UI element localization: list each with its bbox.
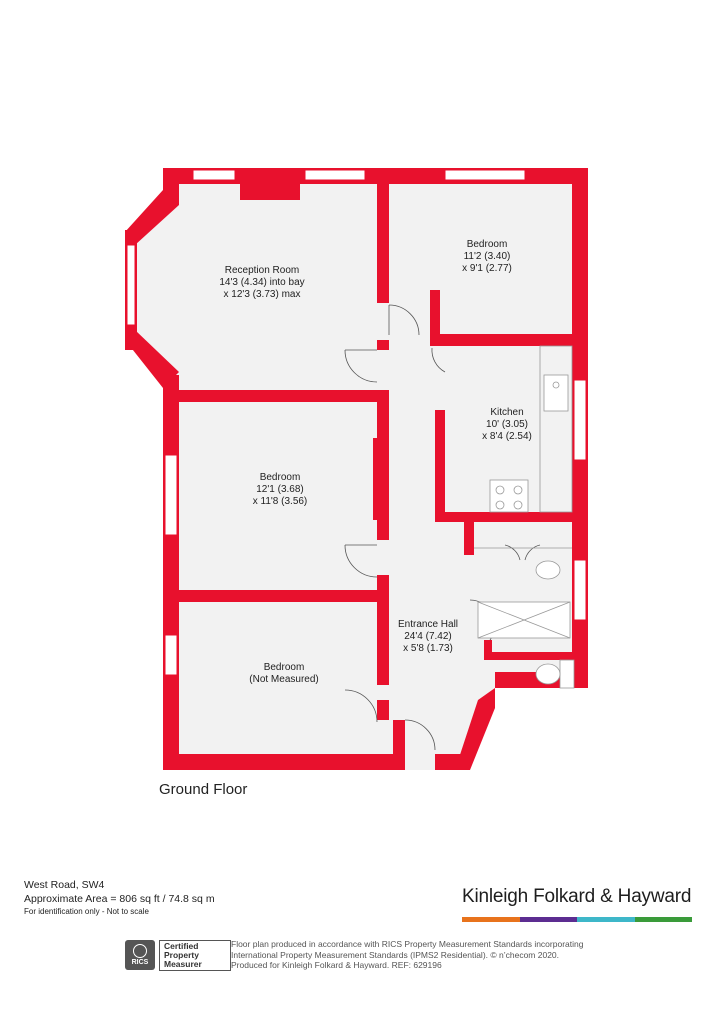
- address-block: West Road, SW4 Approximate Area = 806 sq…: [24, 878, 215, 918]
- room-labels: Reception Room 14'3 (4.34) into bay x 12…: [219, 239, 532, 685]
- floor-fill: [125, 168, 588, 770]
- room-dim-entrance-1: 24'4 (7.42): [404, 631, 452, 642]
- room-dim-bedroom-low-1: (Not Measured): [249, 674, 318, 685]
- basin-icon: [535, 560, 561, 580]
- room-dim-bedroom-mid-2: x 11'8 (3.56): [253, 496, 308, 507]
- toilet-icon: [559, 659, 575, 689]
- hob-icon: [489, 479, 529, 513]
- address-street: West Road, SW4: [24, 879, 105, 891]
- brand-bar-cyan: [577, 917, 635, 922]
- fixtures: [474, 345, 575, 689]
- room-dim-bedroom-mid-1: 12'1 (3.68): [256, 484, 304, 495]
- room-name-reception: Reception Room: [225, 265, 299, 276]
- room-name-bedroom-low: Bedroom: [264, 662, 305, 673]
- rics-line-3: Measurer: [164, 958, 202, 969]
- disclaimer-line-1: Floor plan produced in accordance with R…: [231, 939, 584, 949]
- floor-plan: Reception Room 14'3 (4.34) into bay x 12…: [125, 168, 588, 770]
- approximate-area: Approximate Area = 806 sq ft / 74.8 sq m: [24, 893, 215, 905]
- brand-color-bar: [462, 917, 692, 922]
- room-name-bedroom-mid: Bedroom: [260, 472, 301, 483]
- disclaimer-line-3: Produced for Kinleigh Folkard & Hayward.…: [231, 960, 442, 970]
- room-dim-kitchen-1: 10' (3.05): [486, 419, 528, 430]
- kitchen-sink-icon: [543, 374, 569, 412]
- room-name-bedroom-top: Bedroom: [467, 239, 508, 250]
- rics-badge: RICS Certified Property Measurer: [125, 939, 231, 971]
- rics-line-2: Property: [164, 949, 199, 960]
- room-dim-bedroom-top-1: 11'2 (3.40): [464, 251, 511, 262]
- room-dim-kitchen-2: x 8'4 (2.54): [482, 431, 532, 442]
- room-name-entrance: Entrance Hall: [398, 619, 458, 630]
- windows: [126, 169, 587, 676]
- disclaimer: Floor plan produced in accordance with R…: [231, 939, 611, 971]
- room-name-kitchen: Kitchen: [490, 407, 523, 418]
- disclaimer-line-2: International Property Measurement Stand…: [231, 949, 560, 960]
- brand-bar-purple: [519, 917, 577, 922]
- scale-note: For identification only - Not to scale: [24, 907, 149, 916]
- rics-certified-text: Certified Property Measurer: [159, 939, 231, 971]
- rics-logo-text: RICS: [131, 958, 149, 966]
- room-dim-reception-2: x 12'3 (3.73) max: [224, 289, 301, 300]
- brand-bar-orange: [462, 917, 520, 922]
- floor-title: Ground Floor: [159, 781, 248, 798]
- room-dim-bedroom-top-2: x 9'1 (2.77): [462, 263, 512, 274]
- room-dim-entrance-2: x 5'8 (1.73): [403, 643, 453, 654]
- brand-bar-green: [634, 917, 692, 922]
- kitchen-counter: [539, 345, 573, 513]
- room-dim-reception-1: 14'3 (4.34) into bay: [219, 277, 304, 288]
- rics-line-1: Certified: [164, 940, 199, 951]
- brand-name: Kinleigh Folkard & Hayward: [462, 886, 692, 907]
- rics-logo-icon: RICS: [125, 940, 155, 970]
